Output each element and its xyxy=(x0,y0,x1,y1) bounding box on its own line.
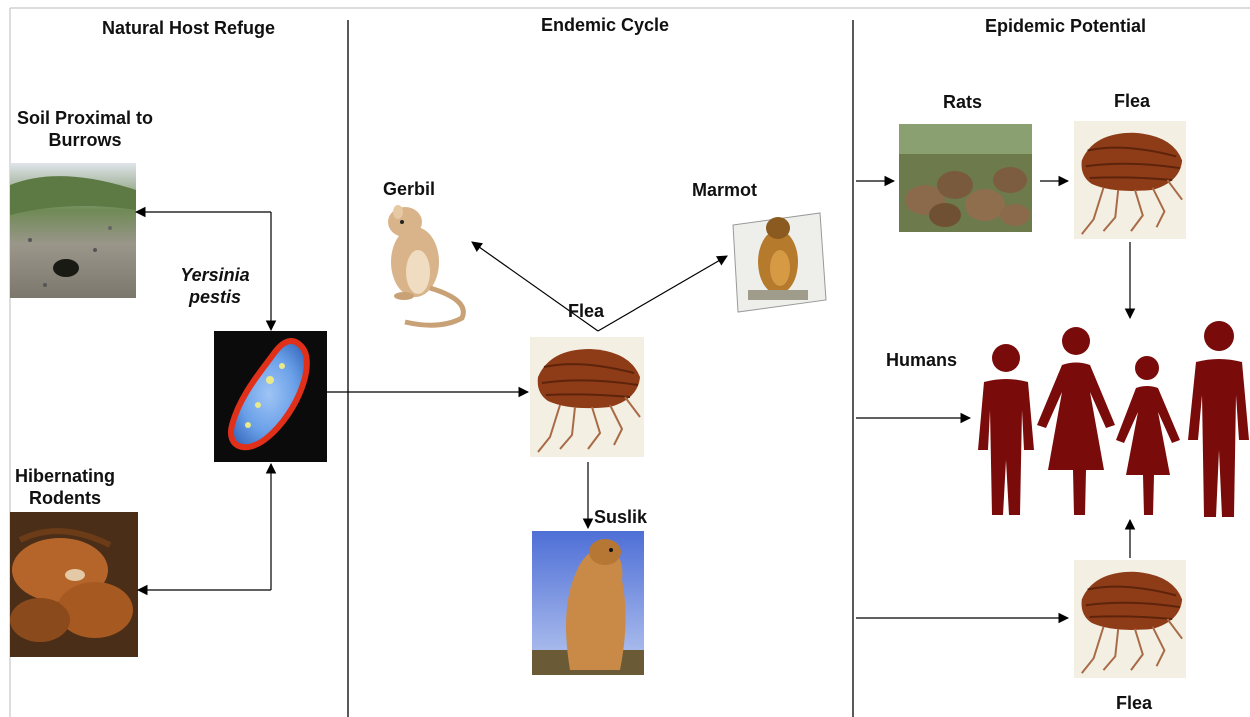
soil-photo xyxy=(10,163,136,298)
section-title-natural-host-refuge: Natural Host Refuge xyxy=(102,17,275,39)
label-marmot: Marmot xyxy=(692,179,757,201)
label-humans: Humans xyxy=(886,349,957,371)
label-flea-center: Flea xyxy=(568,300,604,322)
suslik-photo xyxy=(532,531,644,675)
section-title-endemic-cycle: Endemic Cycle xyxy=(541,14,669,36)
label-flea-bottom: Flea xyxy=(1116,692,1152,714)
hibernating-rodents-photo xyxy=(10,512,138,657)
marmot-illustration xyxy=(733,213,826,312)
humans-illustration xyxy=(978,321,1249,517)
rats-photo xyxy=(899,124,1032,232)
bacterium-image xyxy=(214,331,327,462)
gerbil-illustration xyxy=(388,205,463,325)
label-rats: Rats xyxy=(943,91,982,113)
flea-bottom-illustration xyxy=(1074,560,1186,678)
label-hibernating-rodents: Hibernating Rodents xyxy=(5,465,125,509)
arrow-flea-to-marmot xyxy=(598,256,727,331)
label-gerbil: Gerbil xyxy=(383,178,435,200)
label-suslik: Suslik xyxy=(594,506,647,528)
flea-top-right-illustration xyxy=(1074,121,1186,239)
label-soil: Soil Proximal to Burrows xyxy=(5,107,165,151)
flea-center-illustration xyxy=(530,337,644,457)
label-flea-top-right: Flea xyxy=(1114,90,1150,112)
label-yersinia-pestis: Yersinia pestis xyxy=(160,264,270,308)
section-title-epidemic-potential: Epidemic Potential xyxy=(985,15,1146,37)
